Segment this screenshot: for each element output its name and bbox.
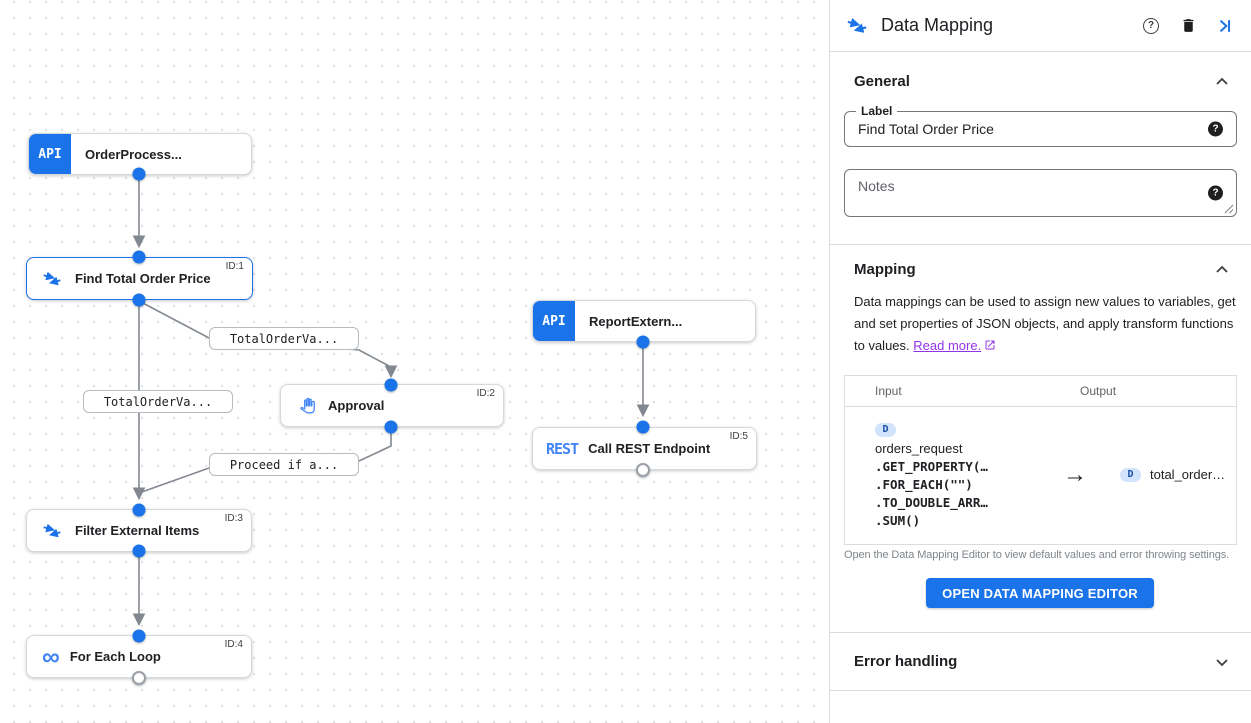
node-label: Approval xyxy=(328,398,385,413)
port-in-approval[interactable] xyxy=(384,378,398,392)
label-help-icon[interactable]: ? xyxy=(1208,121,1223,137)
divider xyxy=(830,632,1251,633)
transform-line: .FOR_EACH("") xyxy=(875,477,973,492)
edge-label-proceed-if[interactable]: Proceed if a... xyxy=(209,453,359,476)
port-in-filter[interactable] xyxy=(132,503,146,517)
transform-line: .GET_PROPERTY(… xyxy=(875,459,988,474)
approval-hand-icon xyxy=(296,396,315,415)
section-mapping: Mapping Data mappings can be used to ass… xyxy=(830,261,1251,608)
help-icon[interactable]: ? xyxy=(1141,16,1161,36)
api-trigger-badge: API xyxy=(533,301,575,341)
mapping-input-cell: D orders_request .GET_PROPERTY(… .FOR_EA… xyxy=(845,419,1040,530)
input-column-header: Input xyxy=(875,384,902,398)
node-id-tag: ID:5 xyxy=(729,431,748,442)
mapping-arrow-icon: → xyxy=(1063,460,1087,488)
mapping-heading: Mapping xyxy=(854,261,916,278)
notes-input[interactable] xyxy=(858,178,1198,218)
node-label: Call REST Endpoint xyxy=(588,441,711,456)
divider xyxy=(830,690,1251,691)
divider xyxy=(830,244,1251,245)
api-trigger-badge: API xyxy=(29,134,71,174)
section-general: General Label ? ? xyxy=(830,73,1251,244)
node-id-tag: ID:3 xyxy=(224,513,243,524)
panel-header: Data Mapping ? xyxy=(830,0,1251,52)
node-label: Filter External Items xyxy=(75,523,200,538)
general-section-header[interactable]: General xyxy=(854,73,1230,90)
mapping-description: Data mappings can be used to assign new … xyxy=(854,291,1238,358)
port-out-filter[interactable] xyxy=(132,544,146,558)
node-label: OrderProcess... xyxy=(85,146,182,162)
edge-label-total-order-1[interactable]: TotalOrderVa... xyxy=(209,327,359,350)
node-id-tag: ID:2 xyxy=(476,388,495,399)
output-variable-name: total_order… xyxy=(1150,467,1226,482)
port-in-call-rest[interactable] xyxy=(636,420,650,434)
mapping-section-header[interactable]: Mapping xyxy=(854,261,1230,278)
mapping-editor-caption: Open the Data Mapping Editor to view def… xyxy=(844,549,1230,561)
data-mapping-icon xyxy=(42,269,62,289)
node-id-tag: ID:4 xyxy=(224,639,243,650)
port-out-report-extern[interactable] xyxy=(636,335,650,349)
resize-grip-icon[interactable] xyxy=(1224,204,1234,214)
loop-infinity-icon: ∞ xyxy=(42,642,60,671)
port-out-for-each[interactable] xyxy=(132,671,146,685)
general-heading: General xyxy=(854,73,910,90)
transform-line: .TO_DOUBLE_ARR… xyxy=(875,495,988,510)
workflow-canvas[interactable]: API OrderProcess... Find Total Order Pri… xyxy=(0,0,829,723)
data-mapping-icon xyxy=(42,521,62,541)
output-column-header: Output xyxy=(1080,384,1117,398)
label-field-caption: Label xyxy=(856,104,898,118)
chevron-up-icon[interactable] xyxy=(1214,74,1230,90)
error-handling-heading: Error handling xyxy=(854,653,958,670)
double-type-badge: D xyxy=(875,422,896,437)
external-link-icon xyxy=(984,336,996,358)
notes-help-icon[interactable]: ? xyxy=(1208,185,1223,201)
port-in-for-each[interactable] xyxy=(132,629,146,643)
section-error-handling[interactable]: Error handling xyxy=(830,633,1251,690)
notes-field: ? xyxy=(844,169,1237,218)
collapse-panel-icon[interactable] xyxy=(1215,16,1235,36)
node-label: For Each Loop xyxy=(69,649,161,664)
label-field: Label ? xyxy=(844,104,1237,147)
mapping-output-cell: D total_order… xyxy=(1110,467,1225,482)
mapping-row[interactable]: D orders_request .GET_PROPERTY(… .FOR_EA… xyxy=(845,407,1236,544)
chevron-up-icon[interactable] xyxy=(1214,262,1230,278)
transform-line: .SUM() xyxy=(875,513,921,528)
port-out-order-process[interactable] xyxy=(132,167,146,181)
label-input[interactable] xyxy=(858,121,1230,137)
port-out-approval[interactable] xyxy=(384,420,398,434)
port-out-call-rest[interactable] xyxy=(636,463,650,477)
task-config-panel: Data Mapping ? General xyxy=(829,0,1251,723)
edge-label-total-order-2[interactable]: TotalOrderVa... xyxy=(83,390,233,413)
double-type-badge: D xyxy=(1120,467,1141,482)
chevron-down-icon[interactable] xyxy=(1214,654,1230,670)
panel-title: Data Mapping xyxy=(881,15,994,35)
input-variable-name: orders_request xyxy=(875,441,963,456)
rest-icon: REST xyxy=(546,439,579,458)
delete-icon[interactable] xyxy=(1178,16,1198,36)
mapping-table-header: Input Output xyxy=(845,376,1236,407)
node-label: Find Total Order Price xyxy=(75,271,211,286)
mapping-preview-table: Input Output D orders_request .GET_PROPE… xyxy=(844,375,1237,545)
port-out-find-total[interactable] xyxy=(132,293,146,307)
node-id-tag: ID:1 xyxy=(225,261,244,272)
open-data-mapping-editor-button[interactable]: OPEN DATA MAPPING EDITOR xyxy=(926,578,1154,608)
read-more-link[interactable]: Read more. xyxy=(913,338,982,353)
data-mapping-icon xyxy=(846,15,868,37)
port-in-find-total[interactable] xyxy=(132,250,146,264)
workflow-edges xyxy=(132,174,650,627)
node-label: ReportExtern... xyxy=(589,313,683,329)
